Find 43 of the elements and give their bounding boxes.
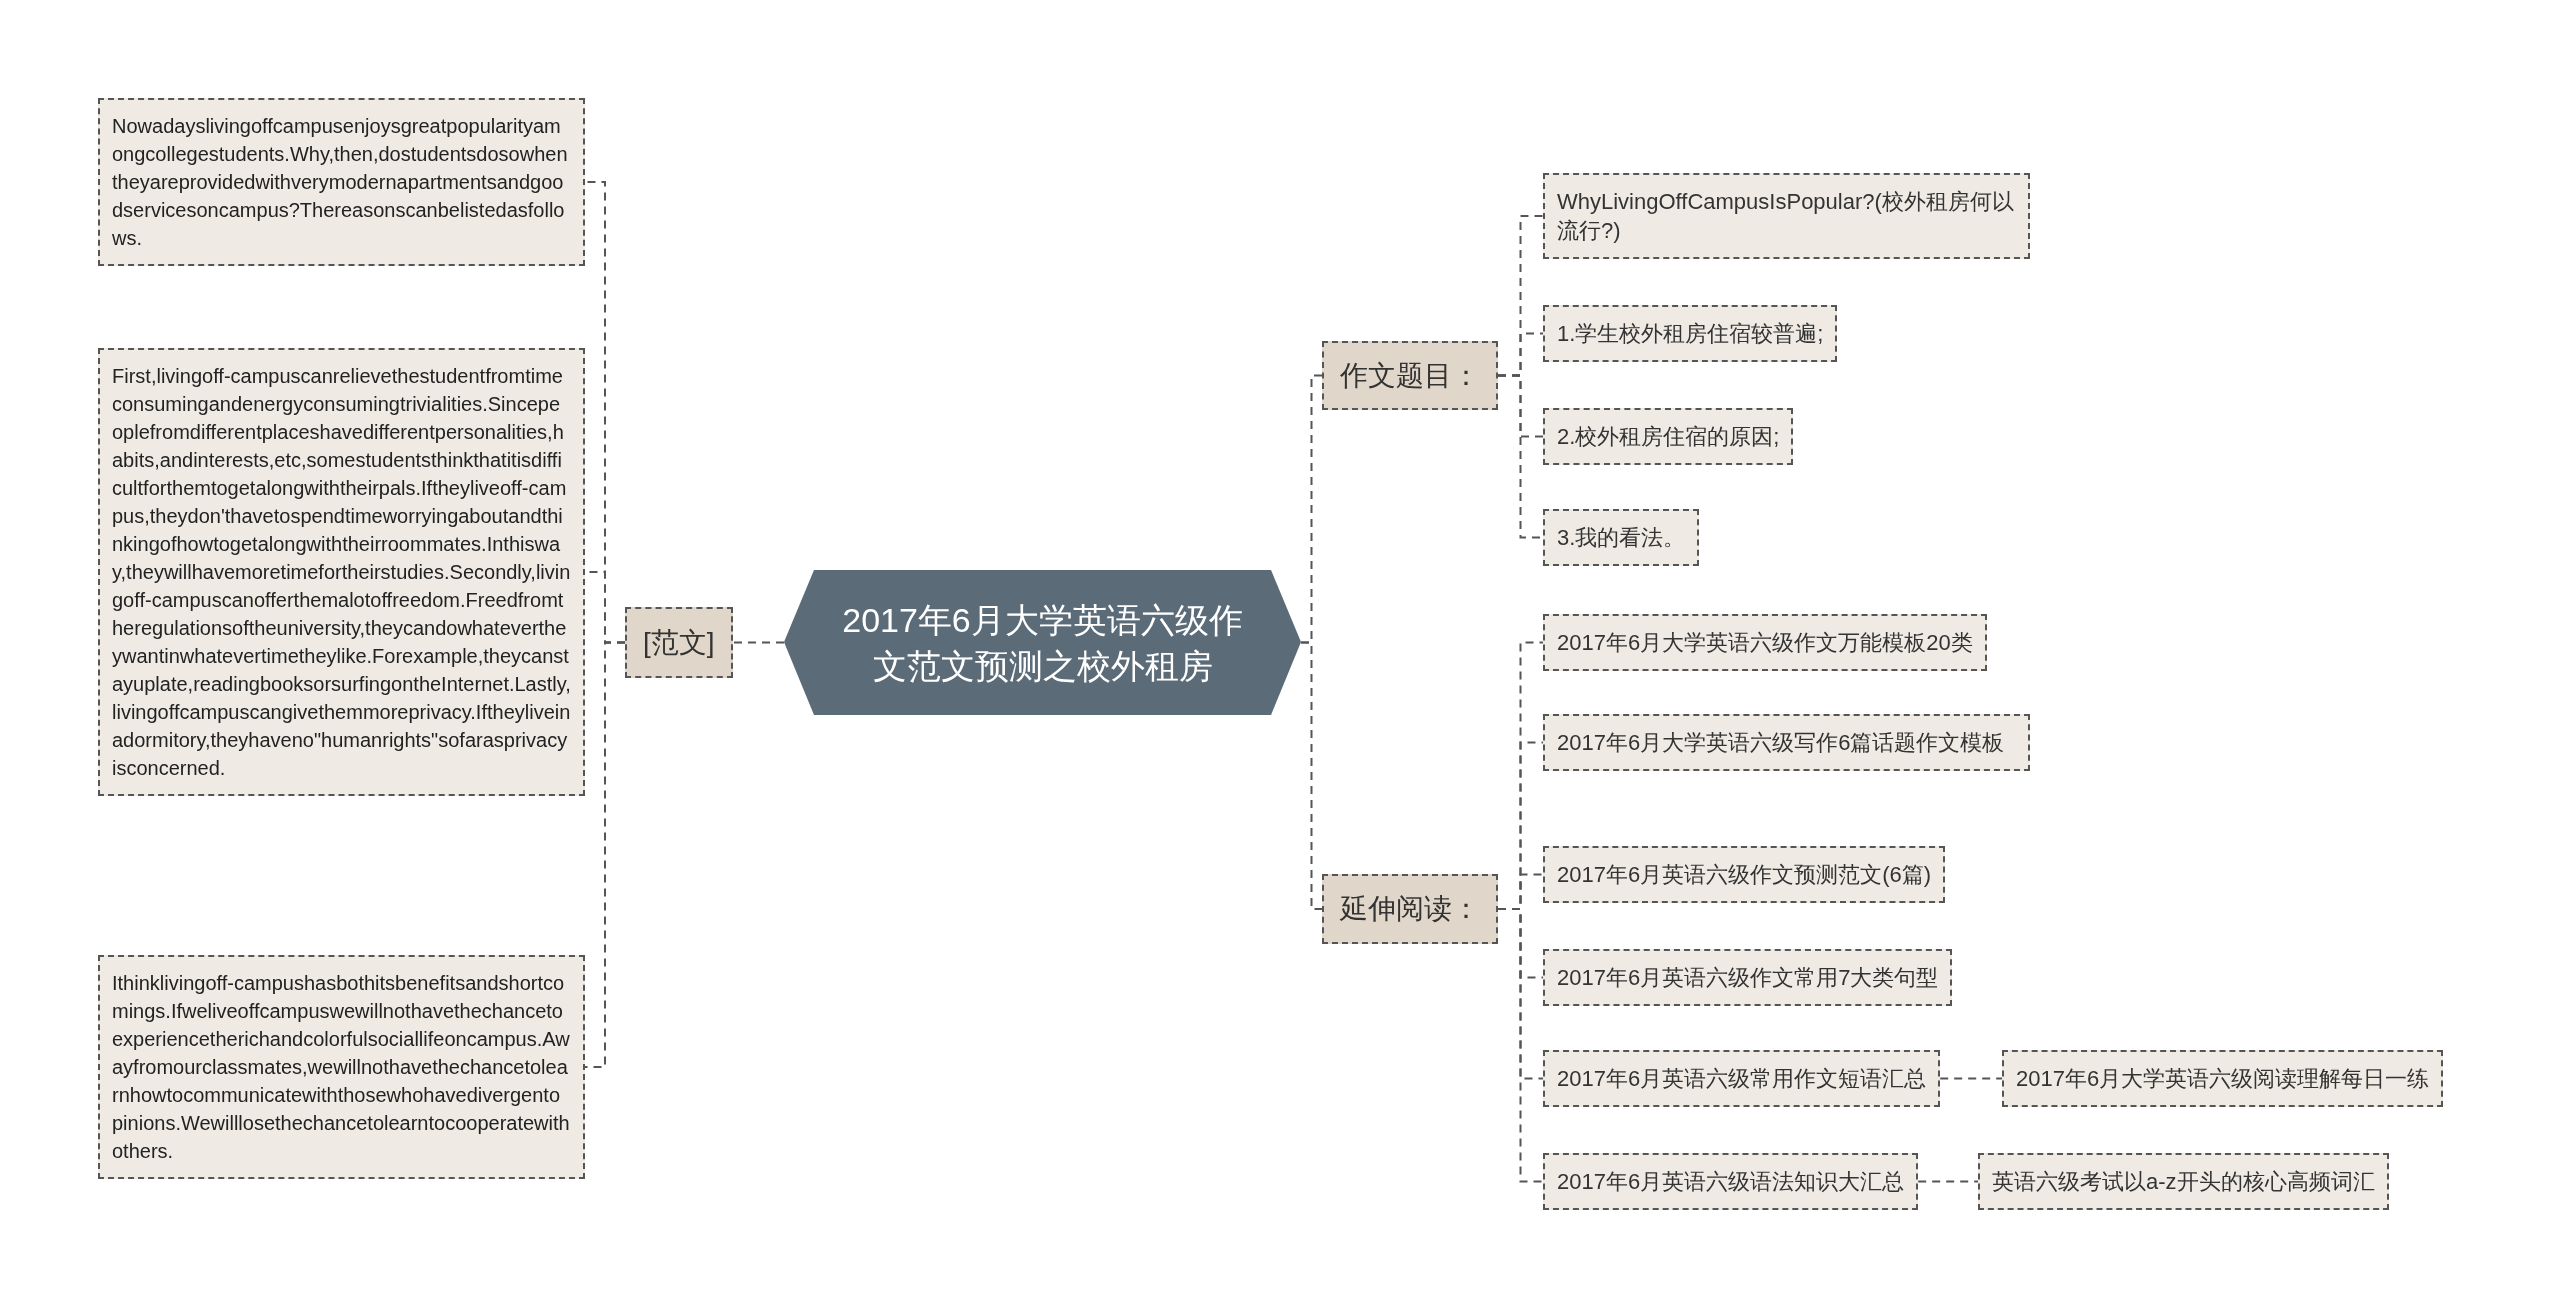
node-text: 作文题目： — [1340, 358, 1480, 393]
subtopic-card — [1543, 1153, 1919, 1210]
subtopic-card — [1543, 614, 1987, 671]
subtopic-card — [1543, 949, 1953, 1006]
subtopic-card — [1543, 173, 2030, 259]
subtopic-card — [1543, 714, 2030, 771]
connector-line — [1917, 1180, 1979, 1183]
node-text: [范文] — [643, 625, 715, 660]
branch-topic — [1322, 341, 1498, 410]
node-text: First,livingoff-campuscanrelievethestudentfromtimeconsumingandenergyconsumingtrivialities.Sincepeoplefromdifferentplaceshavedifferentpersonalities,habits,andinterests,etc,somestudentsthinkthatitisdifficultforthemtogetalongwiththeirpals.Iftheyliveoff-campus,theydon'thavetospendtimeworryingaboutandthinkingofhowtogetalongwiththeirroommates.Inthisway,theywillhavemoretimefortheirstudies.Secondly,livingoff-campuscanofferthemalotoffreedom.Freedfromtheregulationsoftheuniversity,theycandowhatevertheywantinwhatevertimetheylike.Forexample,theycanstayuplate,readingbooksorsurfingontheInternet.Lastly,livingoffcampuscangivethemmoreprivacy.Iftheyliveinadormitory,theyhaveno"humanrights"sofarasprivacyisconcerned. — [112, 364, 571, 781]
node-text: 英语六级考试以a-z开头的核心高频词汇 — [1992, 1168, 2375, 1196]
node-text: 2017年6月大学英语六级作文范文预测之校外租房 — [841, 599, 1244, 687]
node-text: WhyLivingOffCampusIsPopular?(校外租房何以流行?) — [1557, 188, 2015, 245]
subtopic-card — [1543, 305, 1838, 362]
connector-line — [584, 641, 626, 1068]
central-topic — [784, 570, 1301, 715]
subtopic-card — [2002, 1050, 2444, 1107]
subtopic-card — [1543, 509, 1700, 566]
branch-topic — [625, 607, 733, 678]
subtopic-card — [1543, 846, 1946, 903]
paragraph-card — [98, 98, 585, 266]
node-text: 2017年6月英语六级常用作文短语汇总 — [1557, 1065, 1927, 1093]
connector-line — [731, 641, 785, 644]
connector-line — [1300, 641, 1323, 910]
node-text: Ithinklivingoff-campushasbothitsbenefitsandshortcomings.Ifweliveoffcampuswewillnothavethechancetoexperiencetherichandcolorfulsociallifeoncampus.Awayfromourclassmates,wewillnothavethechancetolearnhowtocommunicatewiththosewhohavedivergentopinions.Wewilllosethechancetolearntocooperatewithothers. — [112, 971, 571, 1164]
node-text: 2017年6月大学英语六级阅读理解每日一练 — [2016, 1065, 2430, 1093]
paragraph-card — [98, 955, 585, 1179]
node-text: 3.我的看法。 — [1557, 524, 1686, 552]
branch-topic — [1322, 874, 1498, 944]
node-text: 2017年6月大学英语六级写作6篇话题作文模板 — [1557, 729, 2006, 757]
node-text: 2017年6月英语六级语法知识大汇总 — [1557, 1168, 1905, 1196]
connector-line — [1939, 1077, 2003, 1080]
node-text: 2017年6月英语六级作文常用7大类句型 — [1557, 964, 1939, 992]
node-text: 2017年6月大学英语六级作文万能模板20类 — [1557, 629, 1973, 657]
subtopic-card — [1978, 1153, 2389, 1210]
node-text: 1.学生校外租房住宿较普遍; — [1557, 320, 1824, 348]
node-text: 延伸阅读： — [1340, 892, 1480, 926]
node-text: 2017年6月英语六级作文预测范文(6篇) — [1557, 861, 1932, 889]
subtopic-card — [1543, 1050, 1941, 1107]
connector-line — [1497, 908, 1544, 1183]
subtopic-card — [1543, 408, 1794, 465]
node-text: Nowadayslivingoffcampusenjoysgreatpopularityamongcollegestudents.Why,then,dostudentsdosowhentheyareprovidedwithverymodernapartmentsandgoodservicesoncampus?Thereasonscanbelistedasfollows. — [112, 114, 569, 251]
node-text: 2.校外租房住宿的原因; — [1557, 423, 1780, 451]
